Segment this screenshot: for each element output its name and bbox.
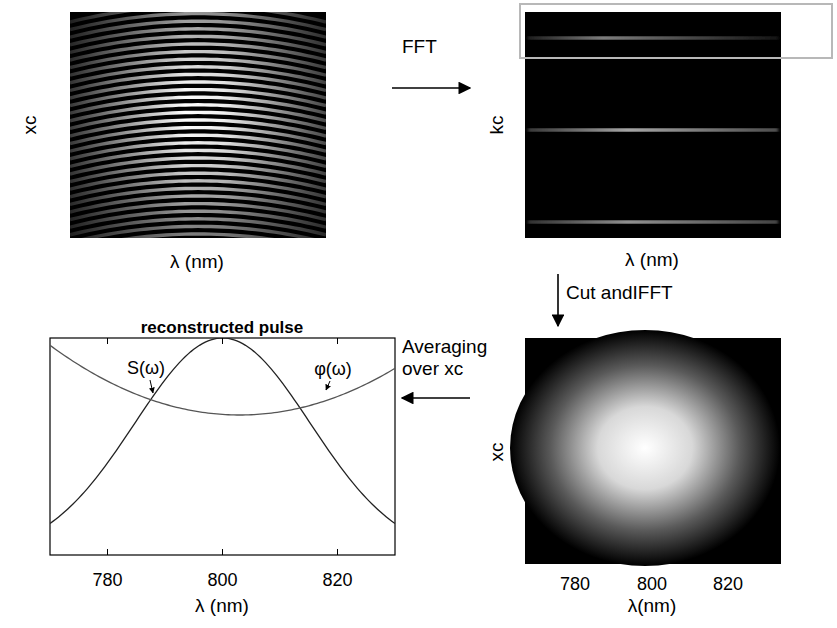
tick-label: 820 — [322, 570, 352, 591]
axis-label: λ (nm) — [625, 249, 679, 271]
tick-label: 800 — [637, 574, 667, 595]
spectral-peak — [528, 129, 778, 132]
tick-mark — [222, 549, 223, 555]
axis-label: xc — [486, 443, 508, 462]
axis-label: λ (nm) — [195, 595, 249, 617]
axis-label: xc — [19, 116, 41, 135]
edge-label: Cut andIFFT — [566, 282, 673, 304]
tick-mark — [337, 338, 338, 344]
tick-mark — [107, 549, 108, 555]
arrow-connector — [557, 274, 559, 326]
plot-panel: xc λ (nm) — [20, 10, 390, 275]
tick-label: 780 — [560, 574, 590, 595]
spectral-peak — [528, 221, 778, 224]
axis-label: λ(nm) — [628, 595, 677, 617]
plot-title: reconstructed pulse — [141, 318, 304, 338]
fringe-image — [70, 12, 326, 238]
edge-label: Averaging over xc — [402, 336, 494, 380]
fringe — [70, 234, 326, 238]
tick-mark — [222, 338, 223, 344]
tick-label: 800 — [207, 570, 237, 591]
spectrum-curve — [50, 338, 395, 523]
tick-label: 820 — [713, 574, 743, 595]
fringe — [70, 226, 326, 238]
curve-label: S(ω) — [127, 358, 165, 379]
tick-label: 780 — [92, 570, 122, 591]
fringe-pattern — [70, 12, 326, 238]
curve-label: φ(ω) — [314, 359, 352, 380]
tick-mark — [107, 338, 108, 344]
plot-frame — [50, 338, 395, 555]
arrow-connector — [392, 87, 470, 89]
spectral-peak — [528, 37, 778, 40]
axis-label: kc — [486, 116, 508, 135]
tick-mark — [337, 549, 338, 555]
arrow-connector — [402, 397, 470, 399]
leader-line — [150, 380, 153, 393]
leader-line — [326, 381, 330, 390]
edge-label: FFT — [402, 36, 437, 58]
cut-window — [520, 4, 832, 58]
phase-curve — [50, 345, 395, 415]
fft-image — [525, 12, 781, 238]
axis-label: λ (nm) — [170, 251, 224, 273]
plot-panel: kc λ (nm) — [472, 4, 834, 272]
amplitude-blob — [510, 330, 780, 566]
